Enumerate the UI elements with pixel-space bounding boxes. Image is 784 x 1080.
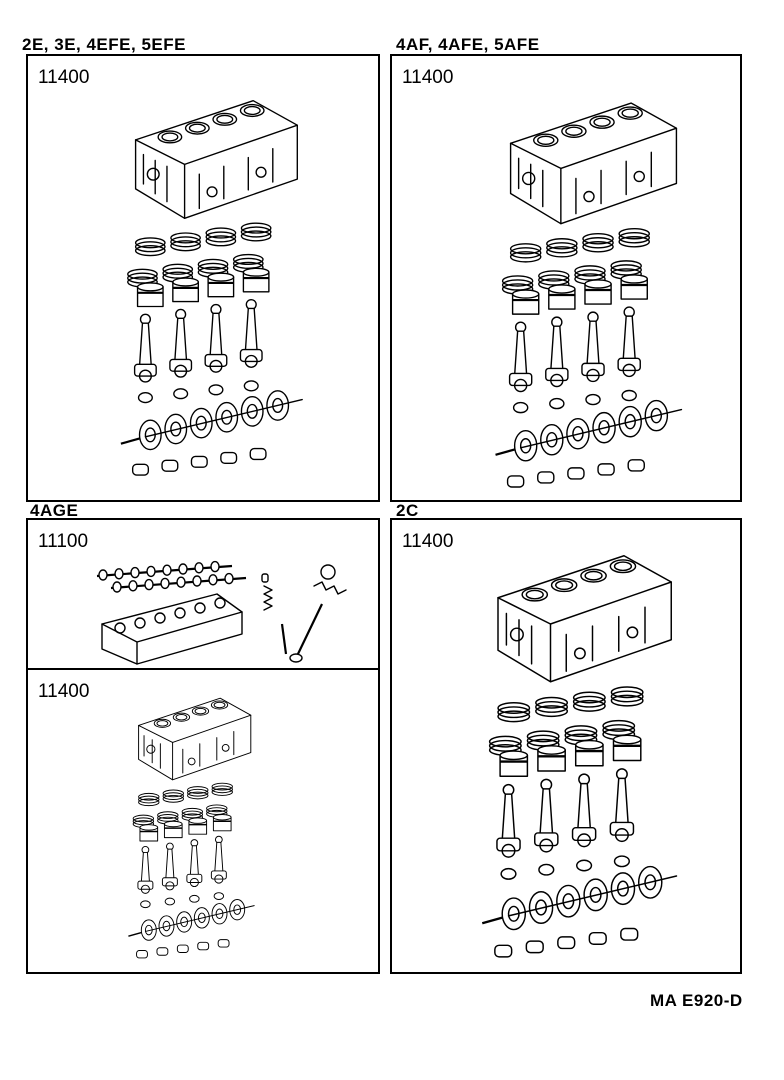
part-number: 11400 — [38, 67, 90, 88]
panel-top-right: 11400 — [390, 54, 742, 502]
panel-top-left: 11400 — [26, 54, 380, 502]
part-number: 11400 — [402, 67, 454, 88]
engine-block-assembly-icon — [480, 88, 702, 490]
section-divider — [28, 668, 378, 670]
cylinder-head-assembly-icon — [92, 554, 372, 666]
part-number: 11400 — [402, 531, 454, 552]
panel-bottom-right: 11400 — [390, 518, 742, 974]
engine-block-assembly-icon — [116, 82, 312, 482]
engines-label-top-right: 4AF, 4AFE, 5AFE — [396, 35, 540, 54]
panel-bottom-left: 11100 11400 — [26, 518, 380, 974]
diagram-reference: MA E920-D — [650, 991, 743, 1010]
engine-block-assembly-icon — [108, 688, 278, 960]
engines-label-bottom-left: 4AGE — [30, 501, 79, 520]
engines-label-bottom-right: 2C — [396, 501, 419, 520]
engine-block-assembly-icon — [450, 540, 714, 960]
head-part-number: 11100 — [38, 531, 89, 552]
block-part-number: 11400 — [38, 681, 90, 702]
engines-label-top-left: 2E, 3E, 4EFE, 5EFE — [22, 35, 186, 54]
